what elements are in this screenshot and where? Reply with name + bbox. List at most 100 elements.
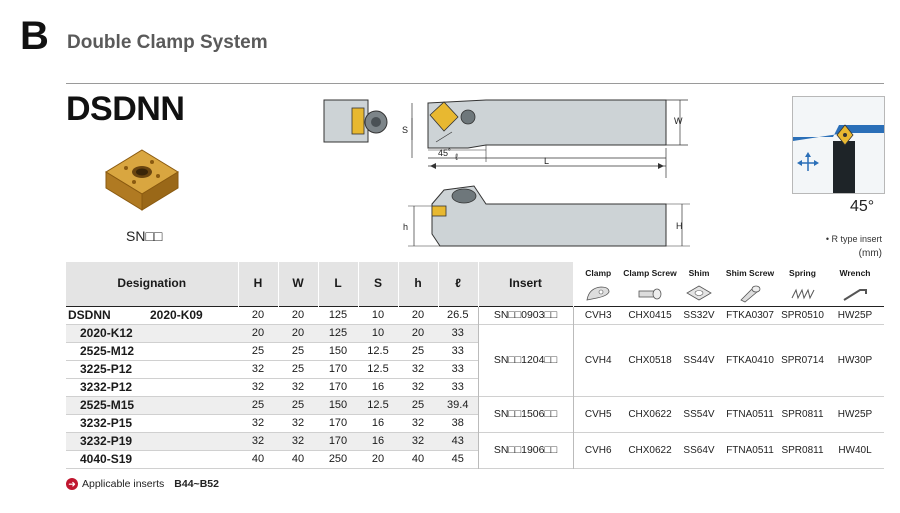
- cell-S: 16: [371, 380, 385, 393]
- cell-S: 10: [371, 308, 385, 321]
- cell-designation: 2020-K12: [66, 324, 238, 342]
- cell-clamp-screw: CHX0518: [628, 354, 672, 366]
- cell-shim-screw: FTNA0511: [726, 408, 774, 420]
- cell-shim-screw: FTKA0307: [726, 309, 774, 321]
- cell-S: 16: [371, 416, 385, 429]
- cell-W: 25: [291, 344, 305, 357]
- header-l-big: L: [318, 262, 359, 306]
- section-title: Double Clamp System: [67, 32, 268, 53]
- cell-H: 32: [251, 416, 265, 429]
- cell-insert: SN□□0903□□: [477, 306, 574, 324]
- cell-clamp-screw: CHX0415: [628, 309, 672, 321]
- cell-S: 20: [371, 452, 385, 465]
- cell-h: 32: [411, 362, 425, 375]
- cell-insert: SN□□1506□□: [477, 396, 574, 432]
- cell-l: 26.5: [447, 308, 469, 321]
- dim-w-label: W: [674, 116, 683, 126]
- cell-l: 33: [438, 324, 478, 342]
- table-row: DSDNN 20 20 125 10 20 26.5 SN□□0903□□ CV…: [66, 306, 884, 324]
- cell-l: 39.4: [438, 396, 478, 414]
- cell-L: 125: [328, 308, 348, 321]
- cell-l: 33: [451, 344, 464, 357]
- cell-h: 20: [411, 308, 425, 321]
- arrow-right-icon: ➜: [66, 478, 78, 490]
- header-w: W: [278, 262, 319, 306]
- insert-image: [105, 149, 179, 211]
- cell-clamp: CVH4: [584, 354, 612, 366]
- table-row: 4040-S19 40 40 250 20 40 45: [66, 450, 884, 468]
- cell-wrench: HW40L: [838, 444, 872, 456]
- wrench-icon: [843, 289, 867, 301]
- cell-shim: SS64V: [683, 444, 715, 456]
- header-h-big: H: [238, 262, 279, 306]
- cell-spring: SPR0811: [781, 408, 824, 420]
- cell-h: 32: [398, 432, 438, 450]
- cell-h: 32: [411, 416, 425, 429]
- cell-insert: SN□□1204□□: [477, 324, 574, 396]
- header-s: S: [358, 262, 399, 306]
- header-h-small: h: [398, 262, 439, 306]
- cell-W: 32: [278, 432, 318, 450]
- cell-L: 250: [328, 452, 348, 465]
- cell-H: 32: [238, 432, 278, 450]
- header-clamp: Clamp: [573, 262, 623, 306]
- cell-L: 170: [318, 432, 358, 450]
- dim-h-small-label: h: [403, 222, 408, 232]
- cell-l: 38: [451, 416, 464, 429]
- cell-designation: 3232-P15: [80, 415, 133, 430]
- clamp-screw-icon: [638, 288, 662, 300]
- cell-l: 33: [451, 362, 464, 375]
- cell-W: 20: [278, 324, 318, 342]
- cell-h: 32: [411, 380, 425, 393]
- cell-designation: 3232-P19: [66, 432, 238, 450]
- cell-H: 20: [251, 308, 265, 321]
- cell-W: 32: [291, 380, 305, 393]
- table-row: 3232-P19 32 32 170 16 32 43 SN□□1906□□ C…: [66, 432, 884, 468]
- r-type-note: • R type insert: [825, 234, 882, 244]
- cell-L: 150: [328, 344, 348, 357]
- dim-h-label: H: [676, 221, 683, 231]
- cell-h: 20: [398, 324, 438, 342]
- model-title: DSDNN: [66, 90, 185, 128]
- cell-H: 40: [251, 452, 265, 465]
- cell-W: 32: [291, 416, 305, 429]
- cell-spring: SPR0714: [781, 354, 824, 366]
- approach-angle-value: 45°: [850, 198, 875, 215]
- header-divider: [66, 83, 884, 84]
- cell-clamp: CVH3: [584, 309, 612, 321]
- header-clamp-screw-label: Clamp Screw: [623, 268, 677, 278]
- cell-S: 10: [358, 324, 398, 342]
- cell-W: 40: [291, 452, 305, 465]
- section-letter: B: [20, 14, 49, 58]
- spring-icon: [791, 288, 814, 300]
- cell-l: 43: [438, 432, 478, 450]
- dim-l-small-label: ℓ: [455, 152, 459, 162]
- dim-angle-label: 45˚: [438, 148, 451, 158]
- footer-page-link[interactable]: B44~B52: [174, 478, 219, 490]
- cell-designation: 3232-P12: [80, 379, 133, 394]
- footer-text: Applicable inserts: [82, 478, 165, 490]
- insert-code-label: SN□□: [126, 228, 163, 244]
- cell-H: 25: [238, 396, 278, 414]
- shim-screw-icon: [740, 285, 761, 303]
- cell-h: 25: [398, 396, 438, 414]
- cell-insert: SN□□1906□□: [477, 432, 574, 468]
- cell-shim: SS54V: [683, 408, 715, 420]
- approach-angle-diagram: [792, 96, 885, 194]
- clamp-icon: [586, 286, 610, 301]
- cell-wrench: HW25P: [837, 309, 873, 321]
- header-shim-screw: Shim Screw: [721, 262, 779, 306]
- cell-h: 40: [411, 452, 425, 465]
- table-row: 3232-P12 32 32 170 16 32 33: [66, 378, 884, 396]
- cell-H: 32: [251, 362, 265, 375]
- cell-spring: SPR0510: [781, 309, 824, 321]
- cell-W: 25: [291, 362, 305, 375]
- cell-W: 25: [278, 396, 318, 414]
- table-row: 3225-P12 32 25 170 12.5 32 33: [66, 360, 884, 378]
- first-row-designation: 2020-K09: [150, 308, 203, 322]
- cell-S: 12.5: [367, 362, 389, 375]
- cell-H: 20: [238, 324, 278, 342]
- cell-H: 25: [251, 344, 265, 357]
- cell-L: 170: [328, 362, 348, 375]
- header-shim: Shim: [677, 262, 721, 306]
